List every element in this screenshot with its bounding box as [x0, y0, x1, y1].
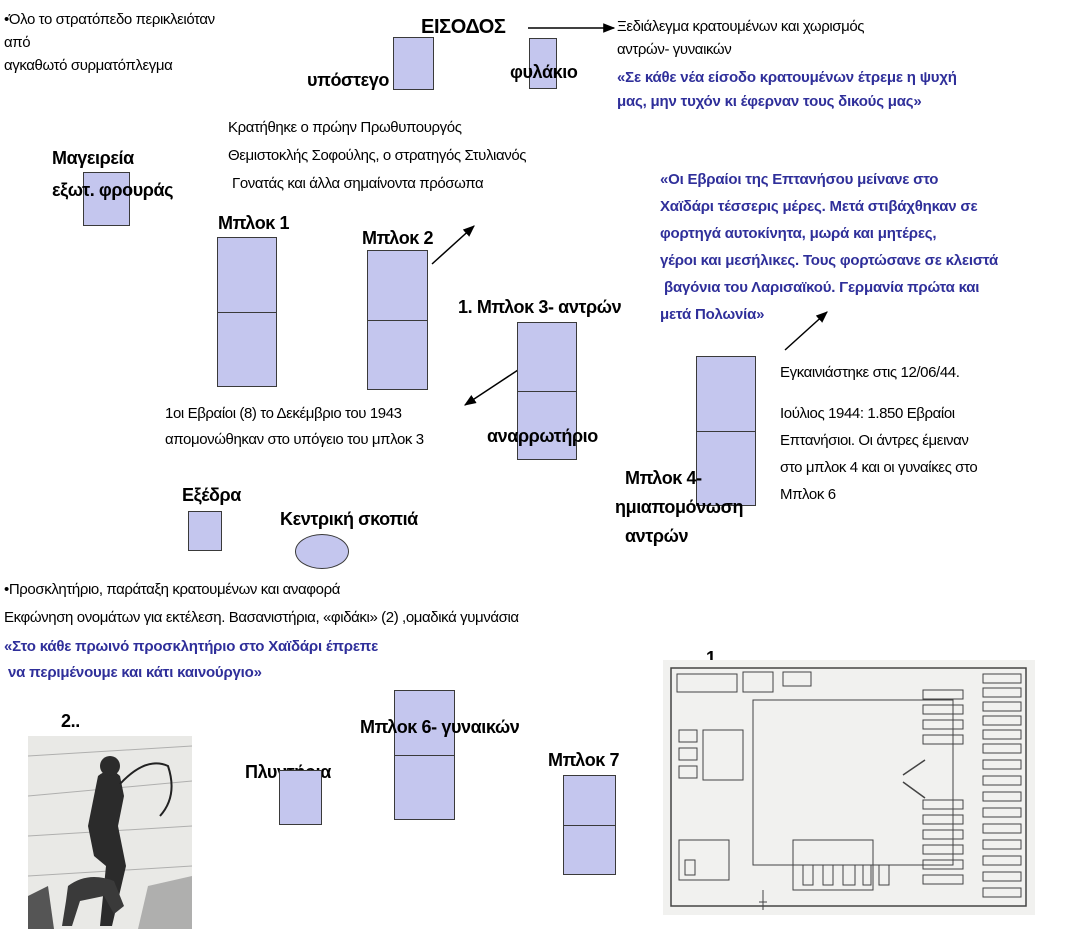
block2-note-line1: Κρατήθηκε ο πρώην Πρωθυπουργός: [228, 119, 462, 136]
exedra-box: [188, 511, 222, 551]
ionian-quote-line1: «Οι Εβραίοι της Επτανήσου μείνανε στο: [660, 171, 939, 188]
block2-arrow: [431, 225, 475, 265]
ionian-quote-line5: βαγόνια του Λαρισαϊκού. Γερμανία πρώτα κ…: [664, 279, 980, 296]
fence-note-line3: αγκαθωτό συρματόπλεγμα: [4, 57, 173, 74]
entrance-quote-line2: μας, μην τυχόν κι έφερναν τους δικούς μα…: [617, 93, 922, 110]
july-note-line3: στο μπλοκ 4 και οι γυναίκες στο: [780, 459, 978, 476]
block2-note-line3: Γονατάς και άλλα σημαίνοντα πρόσωπα: [232, 175, 484, 192]
block3-label: 1. Μπλοκ 3- αντρών: [458, 297, 622, 317]
entrance-note-line1: Ξεδιάλεγμα κρατουμένων και χωρισμός: [617, 18, 865, 35]
kitchens-label-line1: Μαγειρεία: [52, 148, 134, 168]
block1-label: Μπλοκ 1: [218, 213, 290, 233]
kitchens-box: [83, 172, 130, 226]
block2-box: [367, 250, 428, 390]
block2-note-line2: Θεμιστοκλής Σοφούλης, ο στρατηγός Στυλια…: [228, 147, 527, 164]
block4-box: [696, 356, 756, 506]
rollcall-quote-line2: να περιμένουμε και κάτι καινούργιο»: [8, 664, 262, 681]
block4-label-line3: αντρών: [625, 526, 689, 546]
block2-label: Μπλοκ 2: [362, 228, 434, 248]
watchtower-label: Κεντρική σκοπιά: [280, 509, 418, 529]
block4-arrow: [784, 311, 828, 351]
watchtower-oval: [295, 534, 349, 569]
shed-box: [393, 37, 434, 90]
jews-note-line1: 1οι Εβραίοι (8) το Δεκέμβριο του 1943: [165, 405, 402, 422]
block1-box: [217, 237, 277, 387]
ionian-quote-line2: Χαϊδάρι τέσσερις μέρες. Μετά στιβάχθηκαν…: [660, 198, 978, 215]
july-note-line2: Επτανήσιοι. Οι άντρες έμειναν: [780, 432, 969, 449]
july-note-line4: Μπλοκ 6: [780, 486, 836, 503]
ionian-quote-line4: γέροι και μεσήλικες. Τους φορτώσανε σε κ…: [660, 252, 998, 269]
entrance-label: ΕΙΣΟΔΟΣ: [421, 16, 506, 38]
block3-box: [517, 322, 577, 460]
shed-label: υπόστεγο: [307, 70, 389, 90]
fence-note-line2: από: [4, 34, 31, 51]
infirmary-label: αναρρωτήριο: [487, 426, 598, 446]
block7-box: [563, 775, 616, 875]
block4-label-line1: Μπλοκ 4-: [625, 468, 702, 488]
block6-label: Μπλοκ 6- γυναικών: [360, 717, 520, 737]
entrance-quote-line1: «Σε κάθε νέα είσοδο κρατουμένων έτρεμε η…: [617, 69, 957, 86]
rollcall-note-line2: Εκφώνηση ονομάτων για εκτέλεση. Βασανιστ…: [4, 609, 519, 626]
laundry-box: [279, 770, 322, 825]
guardhouse-label: φυλάκιο: [510, 62, 578, 82]
exedra-label: Εξέδρα: [182, 485, 241, 505]
jews-note-line2: απομονώθηκαν στο υπόγειο του μπλοκ 3: [165, 431, 424, 448]
block3-arrow: [463, 369, 519, 406]
kitchens-label-line2: εξωτ. φρουράς: [52, 180, 174, 200]
entrance-note-line2: αντρών- γυναικών: [617, 41, 732, 58]
rollcall-note-line1: •Προσκλητήριο, παράταξη κρατουμένων και …: [4, 581, 340, 598]
fence-note-line1: •Όλο το στρατόπεδο περικλειόταν: [4, 11, 215, 28]
photo2-label: 2..: [61, 711, 80, 731]
ionian-quote-line6: μετά Πολωνία»: [660, 306, 765, 323]
torture-sketch-image: [28, 736, 192, 929]
rollcall-quote-line1: «Στο κάθε πρωινό προσκλητήριο στο Χαϊδάρ…: [4, 638, 378, 655]
block6-box: [394, 690, 455, 820]
july-note-line1: Ιούλιος 1944: 1.850 Εβραίοι: [780, 405, 955, 422]
inaugurated-note: Εγκαινιάστηκε στις 12/06/44.: [780, 364, 960, 381]
camp-floor-plan-image: [663, 660, 1035, 915]
ionian-quote-line3: φορτηγά αυτοκίνητα, μωρά και μητέρες,: [660, 225, 937, 242]
block4-label-line2: ημιαπομόνωση: [615, 497, 744, 517]
guardhouse-box: [529, 38, 557, 89]
block7-label: Μπλοκ 7: [548, 750, 620, 770]
